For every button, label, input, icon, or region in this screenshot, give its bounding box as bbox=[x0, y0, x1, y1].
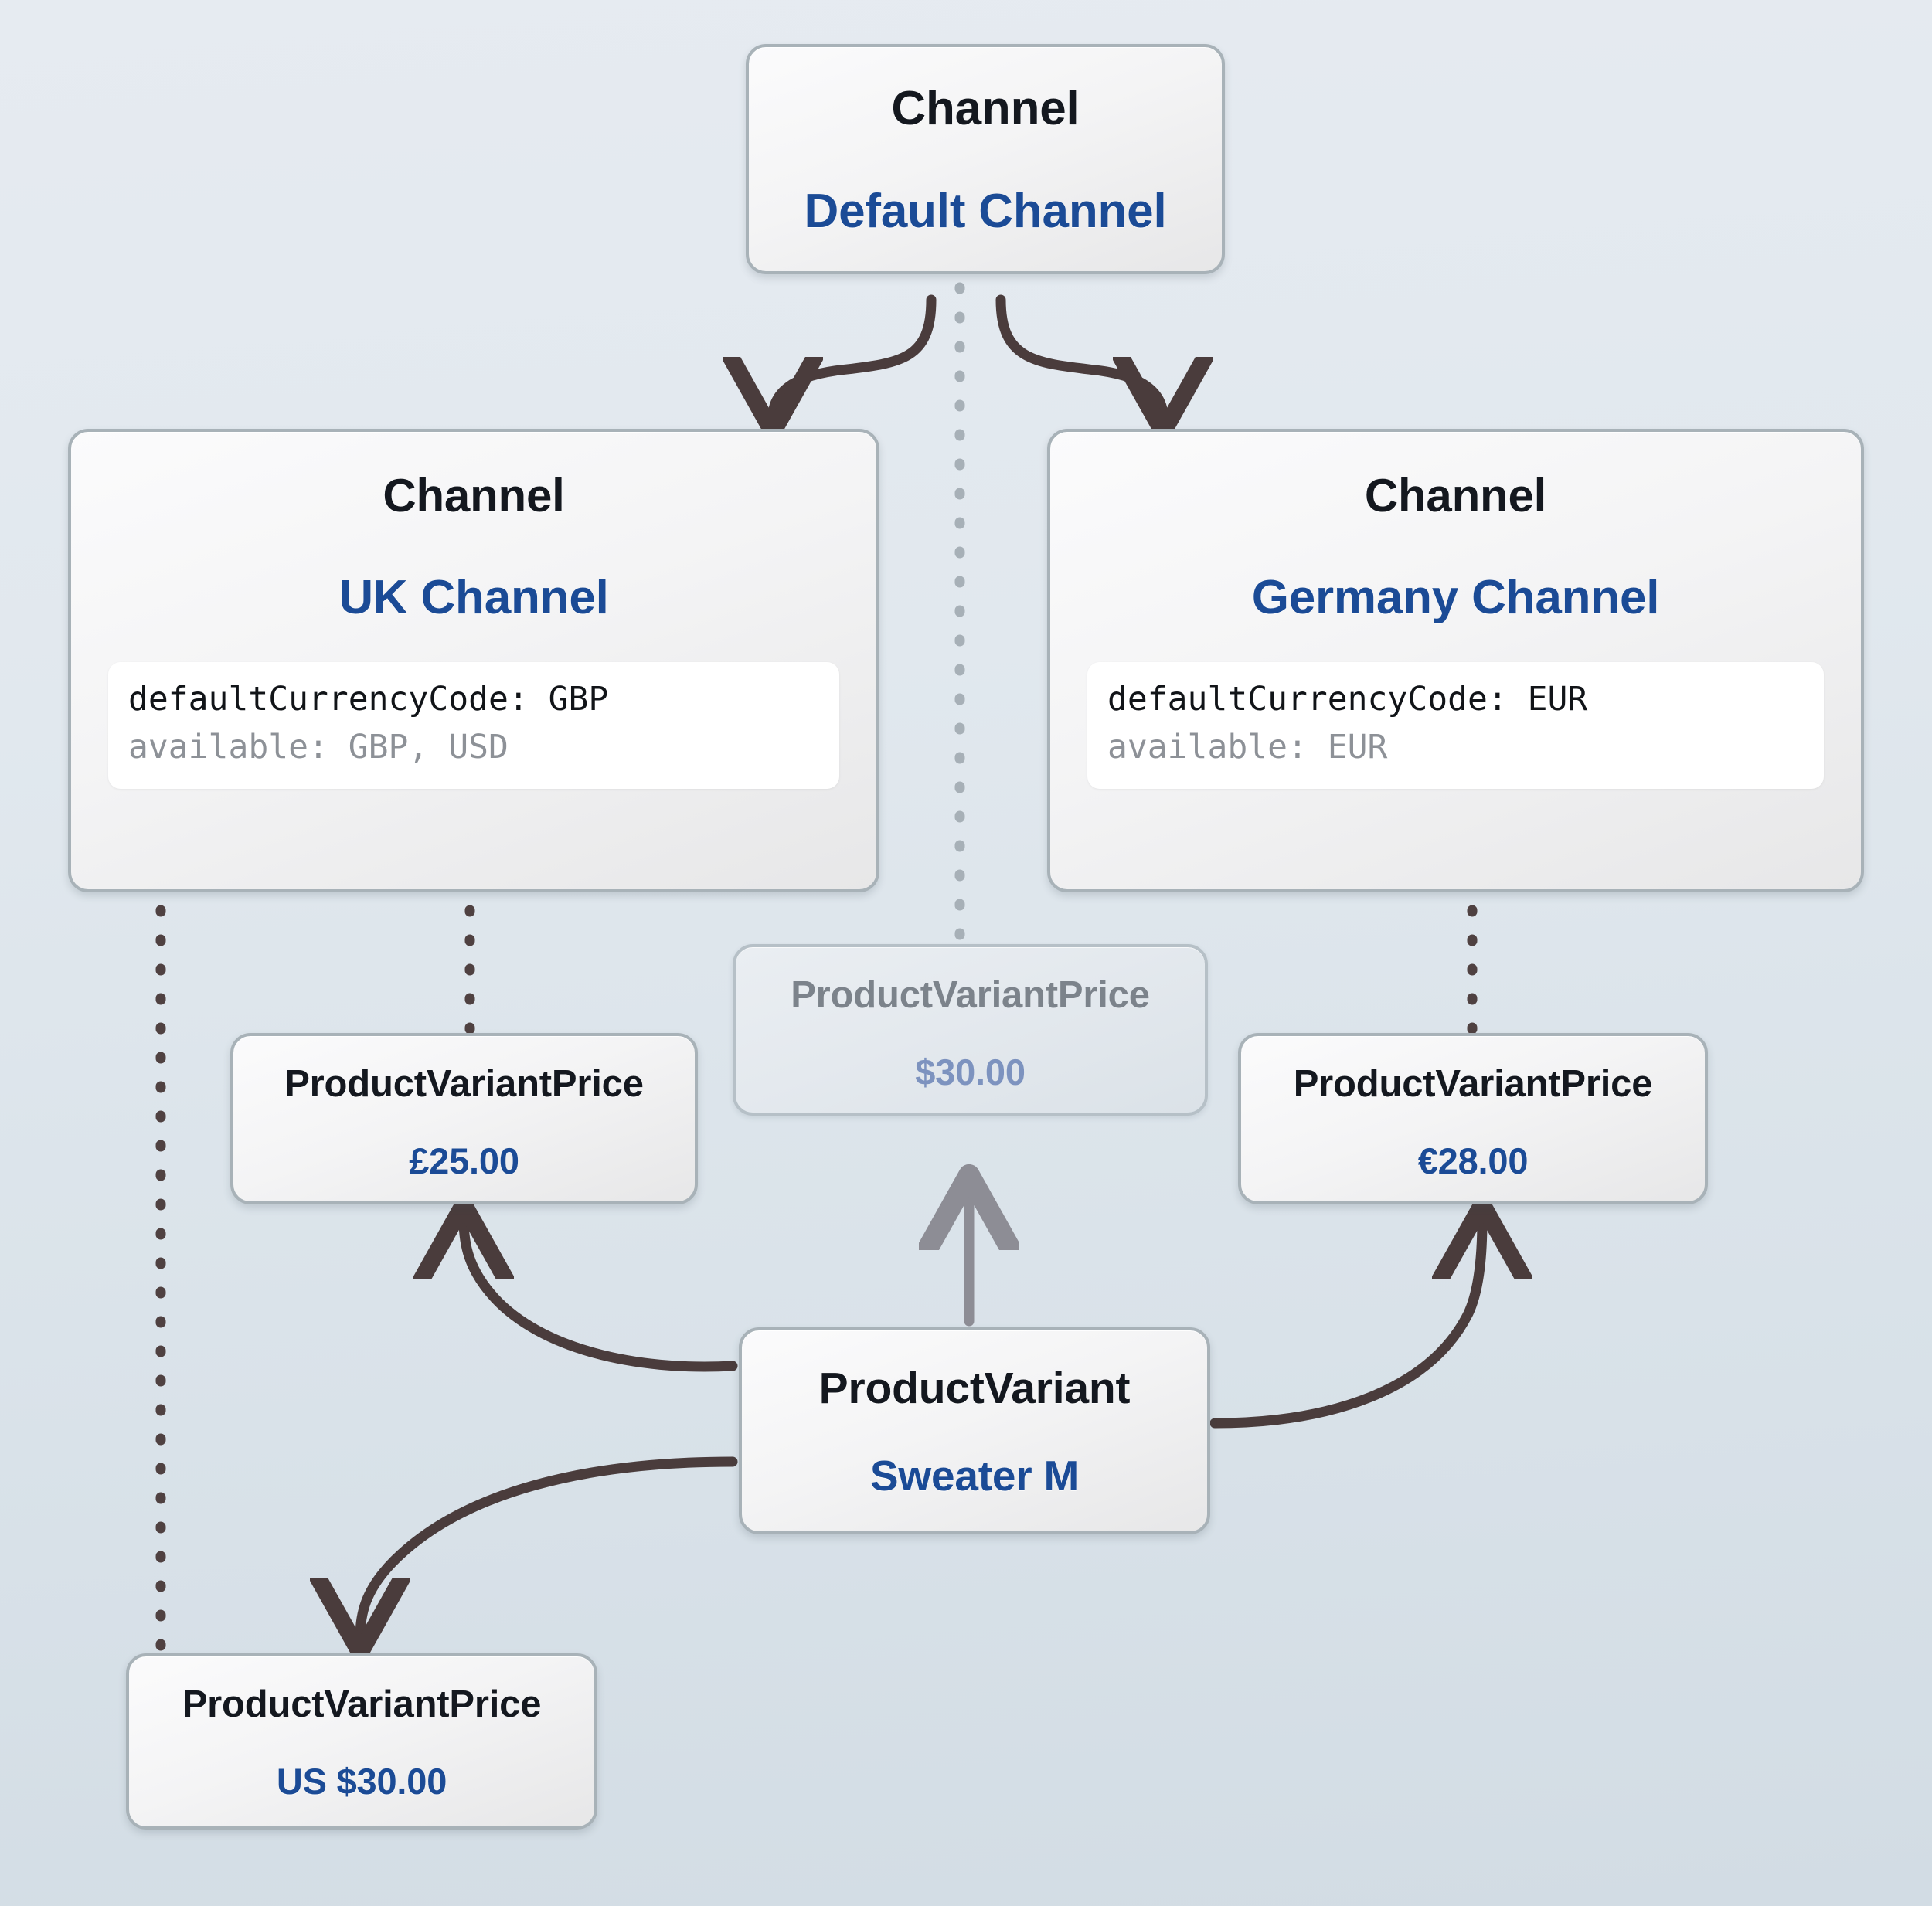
node-price-value: US $30.00 bbox=[276, 1761, 447, 1802]
node-name-label: Default Channel bbox=[804, 185, 1167, 238]
node-type-label: ProductVariantPrice bbox=[284, 1063, 644, 1105]
node-default-channel[interactable]: Channel Default Channel bbox=[746, 44, 1225, 274]
edge-default-to-germany bbox=[995, 294, 1163, 417]
prop-default-currency-code: defaultCurrencyCode: GBP bbox=[128, 680, 609, 719]
node-type-label: Channel bbox=[383, 470, 565, 522]
node-germany-channel[interactable]: Channel Germany Channel defaultCurrencyC… bbox=[1047, 429, 1864, 892]
node-price-usd-uk[interactable]: ProductVariantPrice US $30.00 bbox=[126, 1653, 597, 1830]
edge-variant-to-eur bbox=[1209, 1219, 1482, 1429]
node-name-label: Sweater M bbox=[869, 1452, 1080, 1500]
prop-default-currency-code: defaultCurrencyCode: EUR bbox=[1107, 680, 1588, 719]
node-type-label: ProductVariant bbox=[818, 1364, 1131, 1413]
node-type-label: Channel bbox=[891, 82, 1080, 135]
edge-default-to-uk bbox=[773, 294, 937, 417]
node-product-variant[interactable]: ProductVariant Sweater M bbox=[739, 1327, 1210, 1534]
prop-available-currencies: available: EUR bbox=[1107, 727, 1388, 766]
node-price-eur[interactable]: ProductVariantPrice €28.00 bbox=[1238, 1033, 1708, 1204]
edge-variant-to-usd bbox=[360, 1456, 738, 1638]
node-type-label: ProductVariantPrice bbox=[791, 974, 1150, 1016]
germany-channel-properties: defaultCurrencyCode: EUR available: EUR bbox=[1087, 662, 1824, 789]
node-price-gbp[interactable]: ProductVariantPrice £25.00 bbox=[230, 1033, 698, 1204]
node-type-label: Channel bbox=[1364, 470, 1547, 522]
node-name-label: UK Channel bbox=[338, 571, 609, 624]
node-price-value: $30.00 bbox=[915, 1052, 1026, 1092]
node-name-label: Germany Channel bbox=[1251, 571, 1660, 624]
edge-variant-to-gbp bbox=[464, 1219, 738, 1372]
node-price-value: £25.00 bbox=[409, 1140, 519, 1181]
uk-channel-properties: defaultCurrencyCode: GBP available: GBP,… bbox=[108, 662, 839, 789]
node-type-label: ProductVariantPrice bbox=[1293, 1063, 1653, 1105]
prop-available-currencies: available: GBP, USD bbox=[128, 727, 509, 766]
node-uk-channel[interactable]: Channel UK Channel defaultCurrencyCode: … bbox=[68, 429, 879, 892]
node-type-label: ProductVariantPrice bbox=[182, 1683, 542, 1725]
node-price-value: €28.00 bbox=[1417, 1140, 1529, 1181]
node-price-usd-default[interactable]: ProductVariantPrice $30.00 bbox=[733, 944, 1208, 1116]
